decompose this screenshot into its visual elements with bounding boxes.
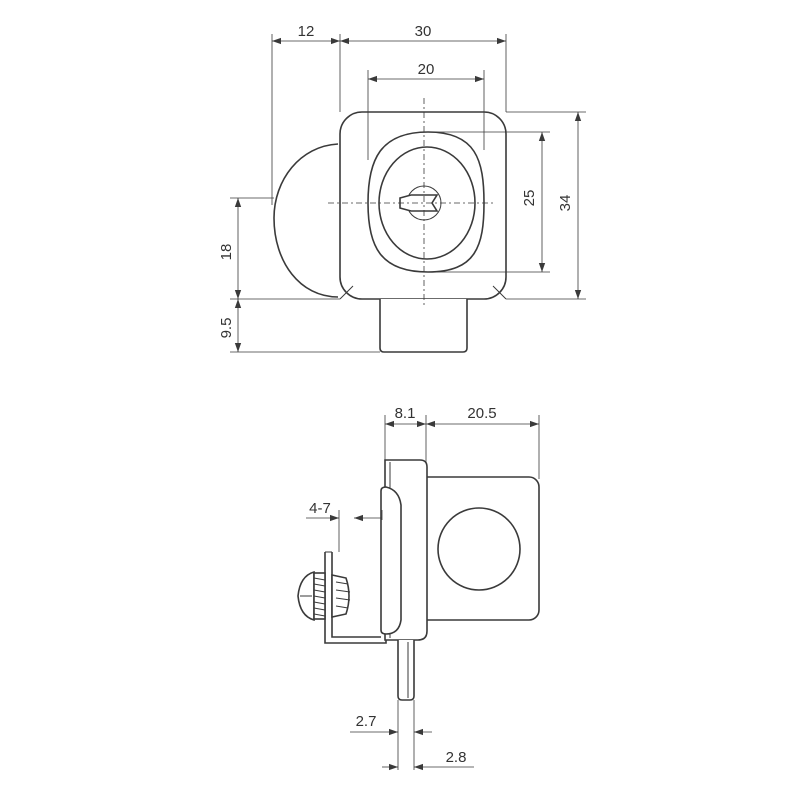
dim-width-side-label: 12: [298, 23, 315, 40]
nut-thread: [335, 581, 351, 609]
bolt-pin: [397, 640, 415, 701]
dim-width-cylinder-label: 20: [418, 61, 435, 78]
dim-bolt-a-label: 2.7: [356, 713, 377, 730]
dim-bolt-b-label: 2.8: [446, 749, 467, 766]
cylinder-hole: [437, 507, 521, 591]
dim-height-cylinder-label: 25: [521, 190, 538, 207]
key-slot: [399, 194, 439, 212]
dim-height-body-label: 34: [557, 195, 574, 212]
front-view: 12 30 20 25 34 18 9.5: [218, 23, 586, 353]
cylinder-outer: [367, 131, 485, 273]
dim-glass-label: 4-7: [309, 500, 331, 517]
side-view: 8.1 20.5 4-7 2.7 2.8: [297, 405, 540, 771]
knob-dome: [273, 143, 339, 298]
dim-height-plunger-label: 9.5: [218, 318, 235, 339]
dim-body-depth-label: 20.5: [467, 405, 496, 422]
plunger: [379, 299, 468, 353]
body-bevel-right: [492, 285, 507, 300]
dim-width-body-label: 30: [415, 23, 432, 40]
body-bevel-left: [339, 285, 354, 300]
dim-plate-label: 8.1: [395, 405, 416, 422]
thread-nut: [331, 574, 350, 618]
screw-thread: [313, 577, 326, 617]
dim-height-knob-label: 18: [218, 244, 235, 261]
glass-gasket: [380, 486, 402, 635]
